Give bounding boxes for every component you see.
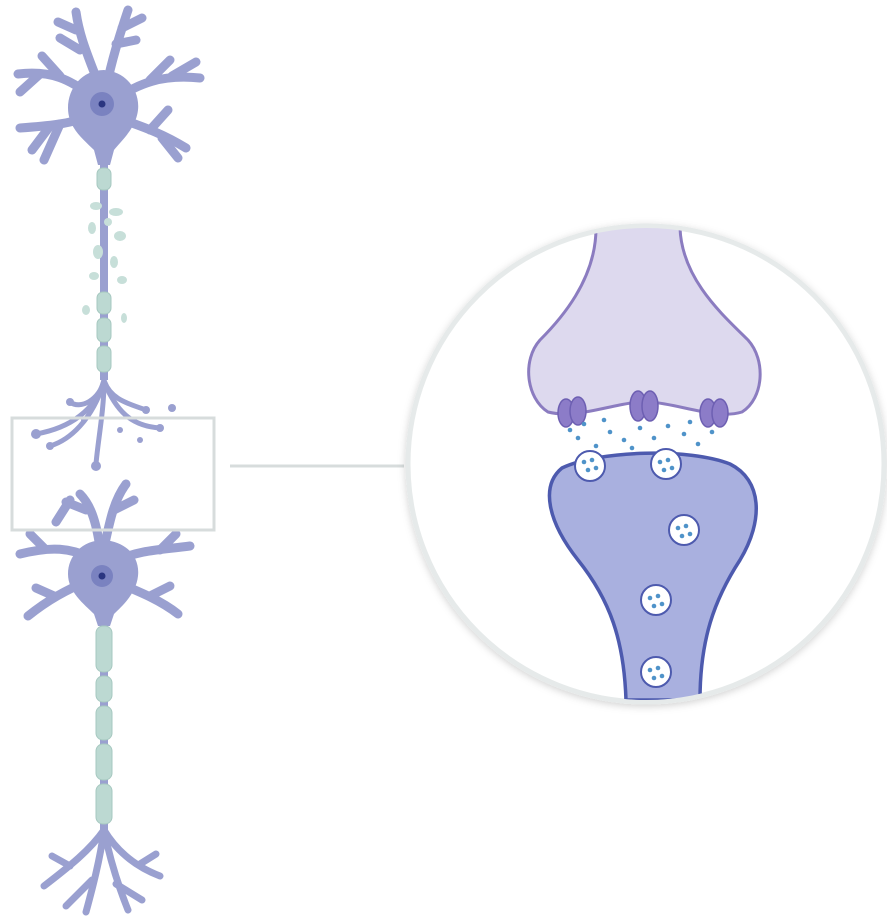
vesicle [669,515,699,545]
vesicle [575,451,605,481]
vesicle [641,585,671,615]
top-neuron-soma [68,70,138,165]
top-neuron-axon-terminals [36,380,160,464]
receptor-channel [630,391,658,421]
bottom-neuron-axon-terminals [44,830,160,912]
bottom-neuron-nucleolus [99,573,106,580]
bottom-neuron [20,484,190,912]
vesicle [641,657,671,687]
receptor-channel [558,397,586,427]
receptor-channel [700,399,728,427]
bottom-neuron-myelin [96,626,112,824]
synapse-magnifier [408,200,884,702]
vesicle [651,449,681,479]
top-neuron [18,10,200,471]
top-neuron-nucleolus [99,101,106,108]
